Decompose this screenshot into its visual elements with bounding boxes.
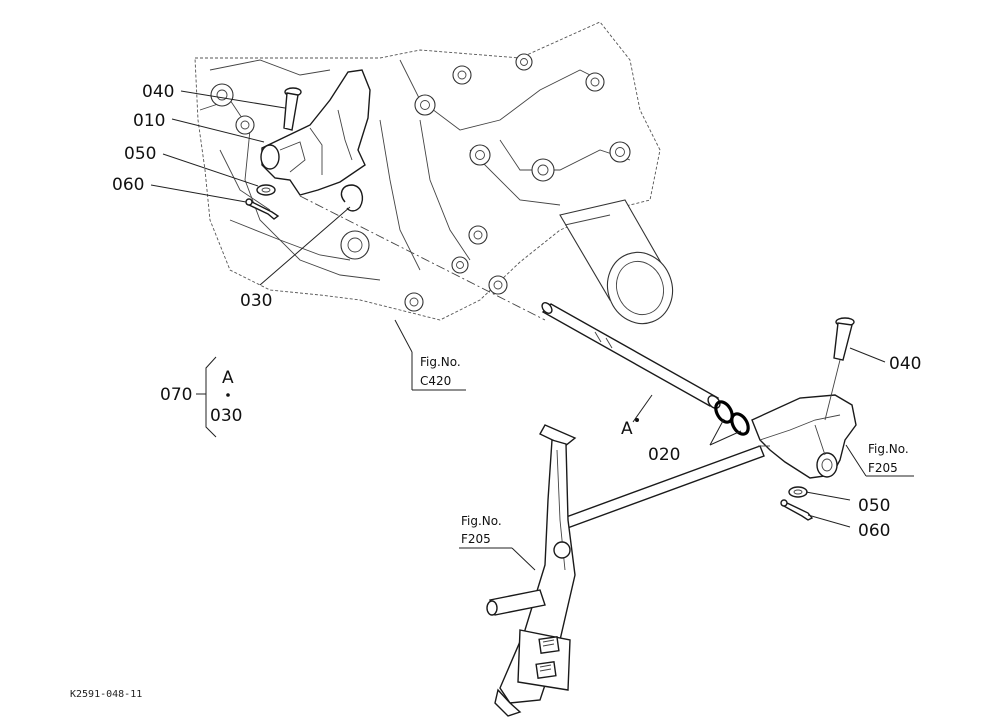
shaft-a-marker <box>635 418 639 422</box>
shift-shaft <box>541 302 721 409</box>
assembly-centerline <box>299 195 546 321</box>
callout-030-group: 030 <box>210 406 242 426</box>
fig-ref-f205-left-title: Fig.No. <box>461 514 502 528</box>
shift-arm <box>751 394 857 479</box>
pin-left <box>283 87 302 131</box>
pin-right <box>824 317 855 421</box>
washer-left <box>256 184 276 196</box>
cotter-pin-left <box>245 198 280 220</box>
washer-right <box>788 486 808 498</box>
leader-lines <box>150 90 914 571</box>
callout-030-top: 030 <box>240 291 272 311</box>
callout-050-right: 050 <box>858 496 890 516</box>
callout-070: 070 <box>160 385 192 405</box>
fig-ref-c420-title: Fig.No. <box>420 355 461 369</box>
fig-ref-f205-left-number: F205 <box>461 532 491 546</box>
callout-060-left: 060 <box>112 175 144 195</box>
callout-040-left: 040 <box>142 82 174 102</box>
shift-fork <box>260 69 371 196</box>
o-rings <box>714 400 750 436</box>
circlip <box>340 184 364 212</box>
fig-ref-c420-number: C420 <box>420 374 451 388</box>
drawing-code: K2591-048-11 <box>70 689 142 700</box>
fig-ref-f205-right-title: Fig.No. <box>868 442 909 456</box>
cotter-pin-right <box>780 499 814 521</box>
callout-050-left: 050 <box>124 144 156 164</box>
group-label-a: A <box>222 368 234 388</box>
callout-020: 020 <box>648 445 680 465</box>
transmission-housing <box>194 21 674 325</box>
callout-010: 010 <box>133 111 165 131</box>
pedal-assembly <box>486 424 577 717</box>
group-bracket <box>196 356 230 438</box>
callout-060-right: 060 <box>858 521 890 541</box>
callout-040-right: 040 <box>889 354 921 374</box>
shaft-label-a: A <box>621 419 633 439</box>
fig-ref-f205-right-number: F205 <box>868 461 898 475</box>
